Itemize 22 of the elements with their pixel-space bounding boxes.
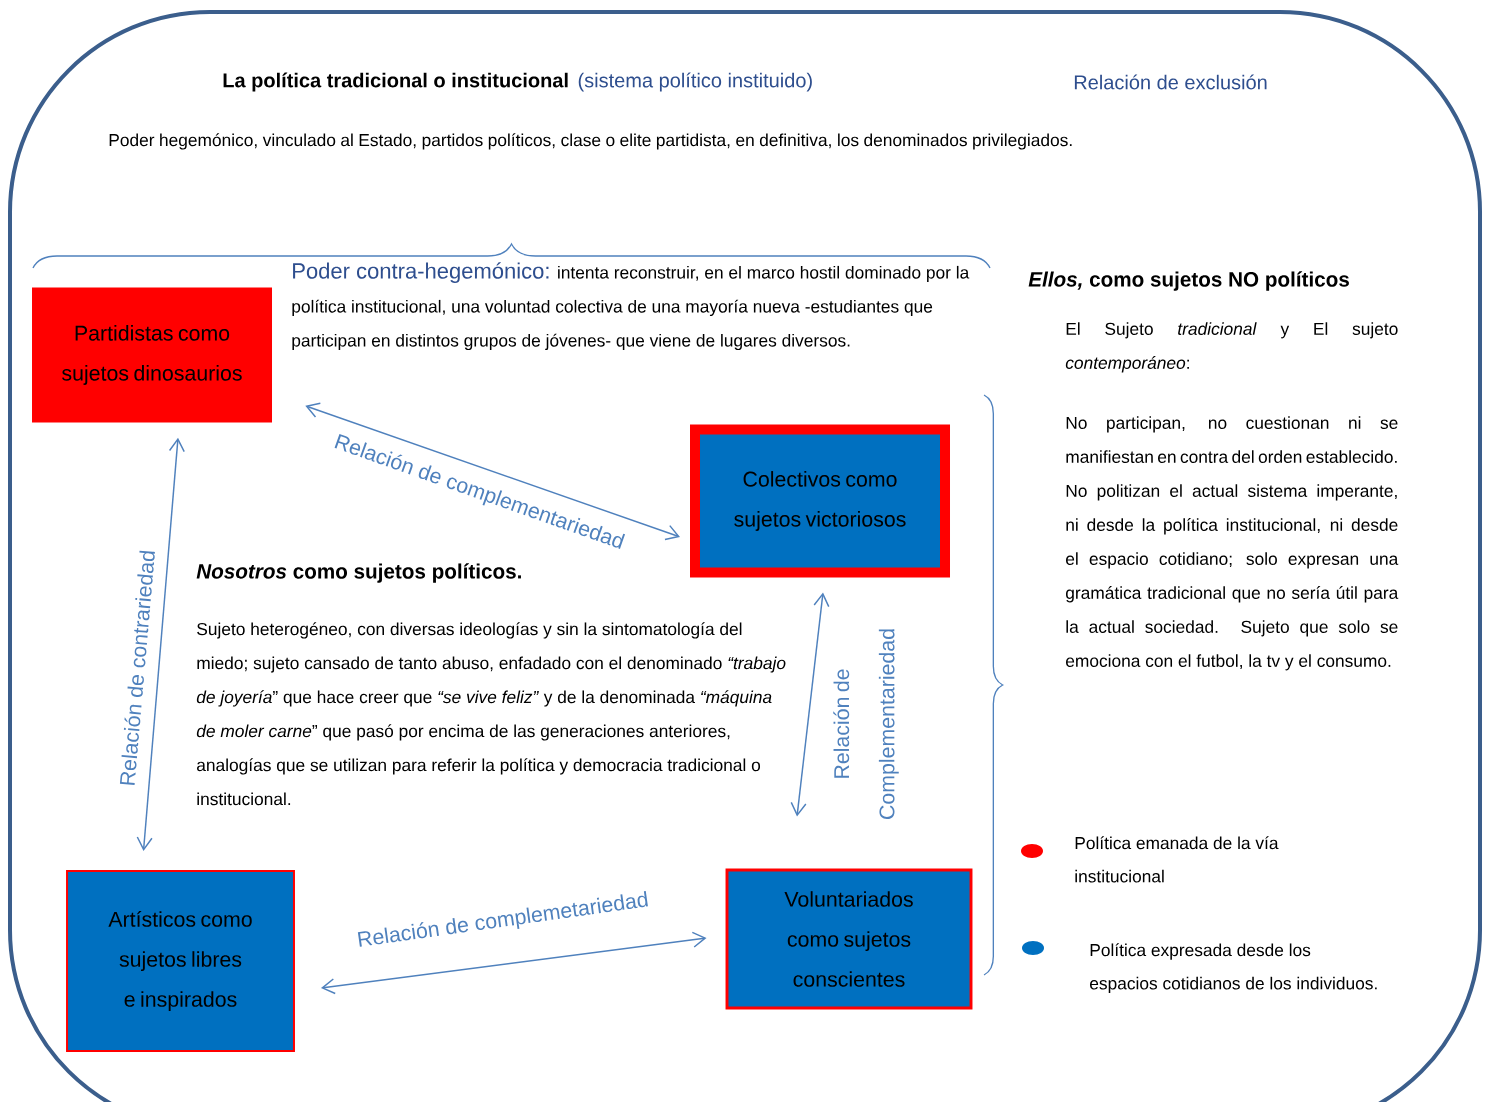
paragraph: Sujeto heterogéneo, con diversas ideologías y sin la sintomatología del miedo; sujeto cansado de tanto abuso, enfadado con el denominado “trabajo de joyería” que hace creer que “se vive feliz” y de la denominada “máquina de moler carne” que pasó por encima de las generaciones anteriores, analogías que se utilizan para referir la política y democracia tradicional o institucional. <box>196 622 786 806</box>
subject-box: Artísticos como sujetos libres e inspirados <box>66 870 295 1052</box>
edge-label: Relación de contrariedad <box>117 547 157 789</box>
heading: Ellos, como sujetos NO políticos <box>1028 271 1349 291</box>
double-arrow <box>790 592 830 817</box>
edge-label: Relación de Complementariedad <box>831 592 901 856</box>
subtitle: (sistema político instituido) <box>578 72 812 92</box>
paragraph: El Sujeto tradicional y El sujeto contemporáneo: <box>1065 322 1398 373</box>
heading: Nosotros como sujetos políticos. <box>196 563 521 583</box>
title: La política tradicional o institucional <box>223 72 568 92</box>
subject-box: Colectivos como sujetos victoriosos <box>690 424 950 578</box>
legend-text: Política expresada desde los espacios cotidianos de los individuos. <box>1090 943 1377 993</box>
double-arrow <box>136 437 185 851</box>
paragraph: Poder hegemónico, vinculado al Estado, partidos políticos, clase o elite partidista, en definitiva, los denominados privilegiados. <box>109 133 1072 150</box>
subject-box: Partidistas como sujetos dinosaurios <box>32 287 272 423</box>
paragraph: No participan, no cuestionan ni se manifiestan en contra del orden establecido. No politizan el actual sistema imperante, ni desde la política institucional, ni desde el espacio cotidiano; solo expresan una gramática tradicional que no sería útil para la actual sociedad. Sujeto que solo se emociona con el futbol, la tv y el consumo. <box>1066 416 1399 671</box>
heading: Relación de exclusión <box>1074 74 1267 90</box>
double-arrow <box>305 402 680 541</box>
double-arrow <box>320 931 707 995</box>
subject-box: Voluntariados como sujetos conscientes <box>725 868 973 1010</box>
paragraph: Poder contra-hegemónico: intenta reconstruir, en el marco hostil dominado por la política institucional, una voluntad colectiva de una mayoría nueva -estudiantes que participan en distintos grupos de jóvenes- que viene de lugares diversos. <box>292 262 970 351</box>
legend-text: Política emanada de la vía institucional <box>1075 836 1279 883</box>
